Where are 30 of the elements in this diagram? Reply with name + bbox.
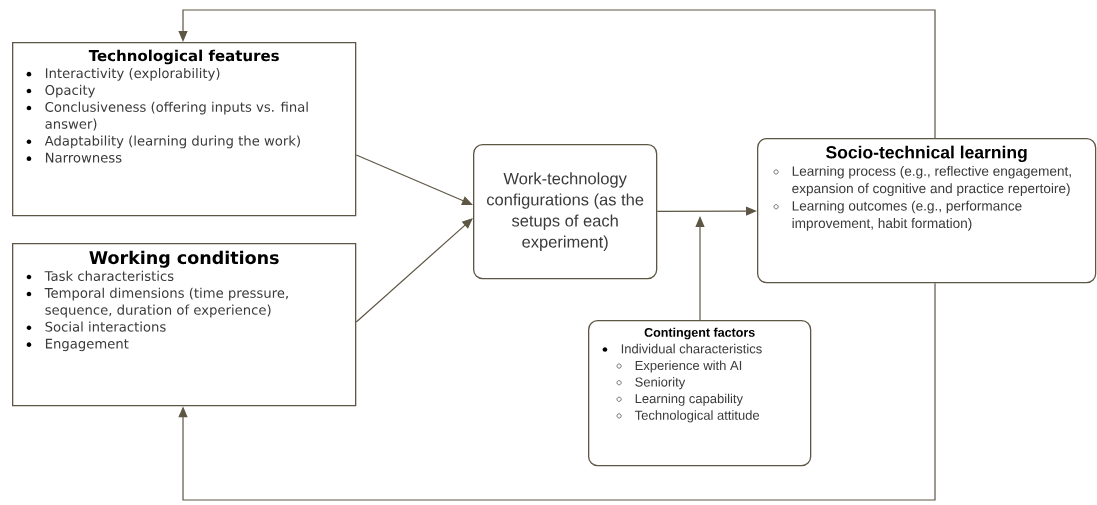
rounded-box [757,138,1097,284]
list-item: Conclusiveness (offering inputs vs. final answer) [26,101,308,131]
list-item: Opacity [26,84,96,98]
list-item: Engagement [26,338,129,352]
arrow [178,9,936,139]
list-item: Individual characteristics [602,343,762,354]
box-heading: Socio-technical learning [826,145,1027,163]
list-item: Interactivity (explorability) [26,67,220,81]
arrow [355,154,473,205]
list-item: Adaptability (learning during the work) [26,135,300,149]
arrow [355,218,473,323]
arrow [178,282,936,501]
text-box [12,243,357,407]
list-item: Temporal dimensions (time pressure, sequence, duration of experience) [26,287,288,318]
rounded-box [588,320,812,467]
list-item: Learning outcomes (e.g., performance improvement, habit formation) [773,200,1022,231]
list-item: Technological attitude [616,410,760,423]
box-heading: Contingent factors [644,327,755,340]
list-item: Learning capability [616,393,743,406]
text-box [12,42,357,217]
list-item: Task characteristics [26,270,174,282]
rounded-box [473,144,658,280]
list-item: Seniority [616,377,686,390]
box-heading: Technological features [88,49,279,65]
list-item: Experience with AI [616,360,742,373]
list-item: Narrowness [26,152,122,163]
box-text: Work-technology configurations (as the setups of each experiment) [487,172,644,251]
list-item: Social interactions [26,321,166,332]
box-heading: Working conditions [89,250,279,268]
list-item: Learning process (e.g., reflective engagement, expansion of cognitive and practice repertoire) [773,165,1071,196]
